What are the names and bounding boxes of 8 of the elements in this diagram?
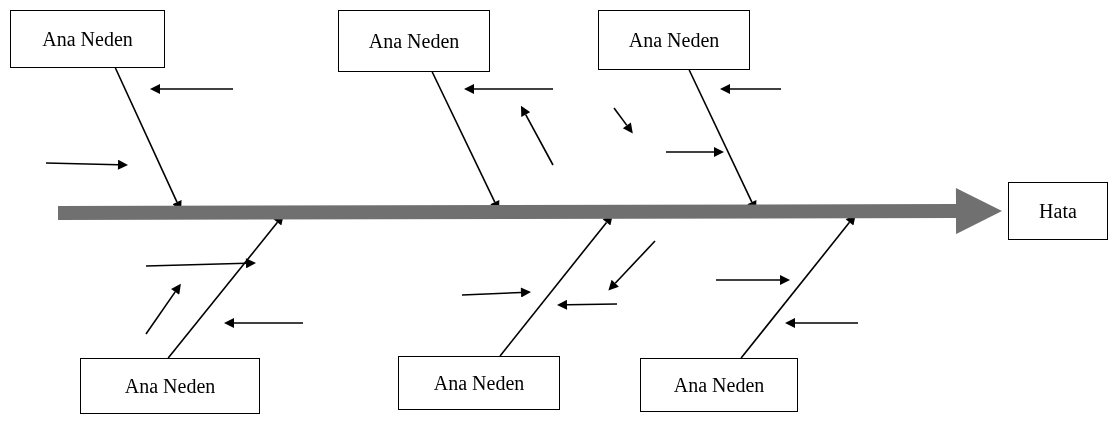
spine-arrow	[58, 188, 1002, 235]
effect-box: Hata	[1008, 182, 1108, 240]
cause-box: Ana Neden	[80, 358, 260, 414]
cause-box: Ana Neden	[640, 358, 798, 412]
cause-box: Ana Neden	[398, 356, 560, 410]
cause-box: Ana Neden	[10, 10, 165, 68]
cause-box: Ana Neden	[598, 10, 750, 70]
cause-box: Ana Neden	[338, 10, 490, 72]
